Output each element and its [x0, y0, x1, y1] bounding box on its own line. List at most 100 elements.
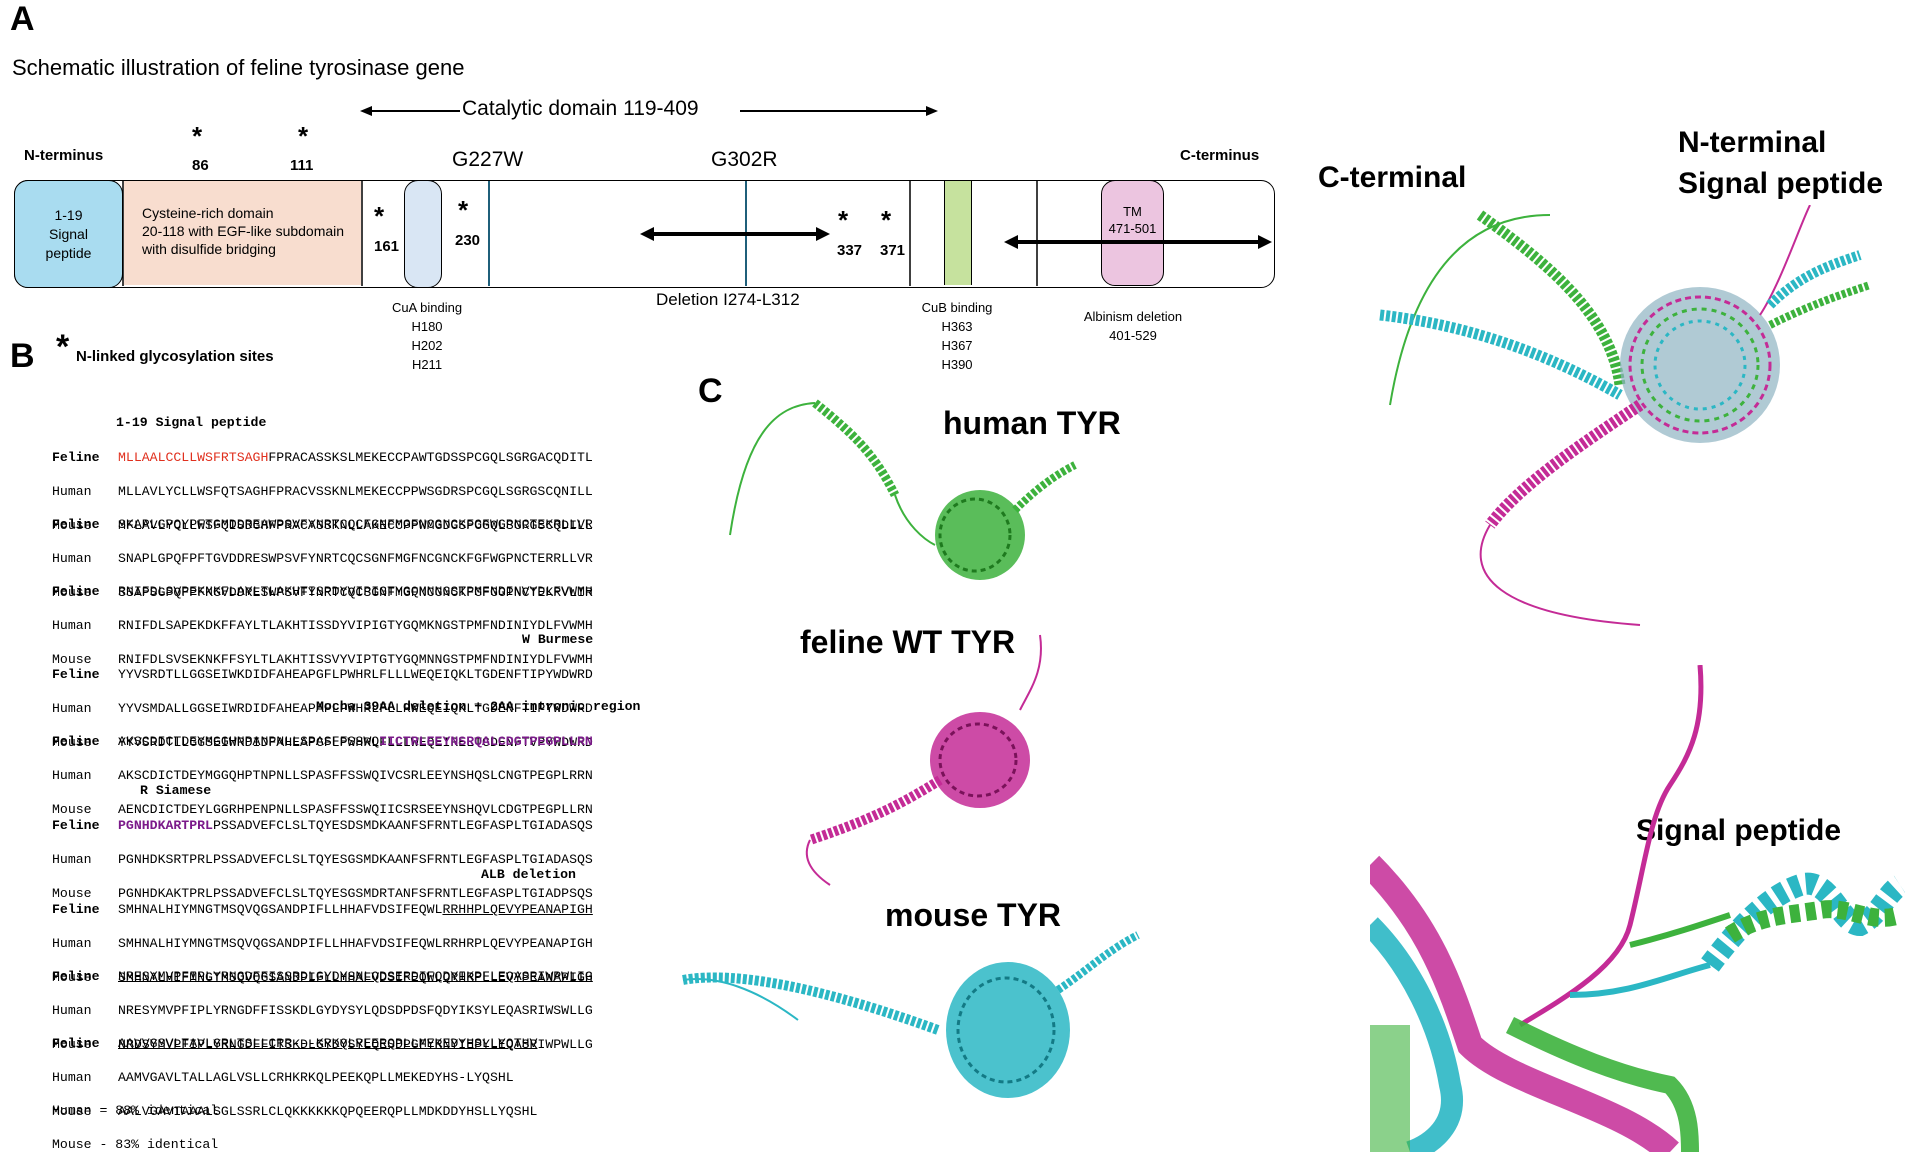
mouse-seq: AALVGAVIAAALSGLSSRLCLQKKKKKKQPQEERQPLLMD… [118, 1104, 538, 1119]
row-label-human: Human [52, 936, 92, 951]
signal-range: 1-19 [54, 206, 83, 223]
row-label-mouse: Mouse [52, 518, 92, 533]
row-label-feline: Feline [52, 818, 100, 833]
row-label-mouse: Mouse [52, 1104, 92, 1119]
mouse-seq: YYVSRDTLLGGSEIWRDIDFAHEAPGFLPWHRLFLLLWEQ… [118, 735, 593, 750]
deletion-label: Deletion I274-L312 [656, 290, 800, 309]
human-tyr-label: human TYR [943, 405, 1121, 441]
row-label-human: Human [52, 768, 92, 783]
cys-line-1: Cysteine-rich domain [142, 205, 274, 221]
cys-line-3: with disulfide bridging [142, 241, 276, 257]
human-seq: NRESYMVPFIPLYRNGDFFISSKDLGYDYSYLQDSDPDSF… [118, 1003, 593, 1018]
row-label-mouse: Mouse [52, 970, 92, 985]
tm-word: TM [1123, 204, 1142, 219]
cua-binding-box [404, 180, 442, 288]
tm-domain: TM 471-501 [1101, 180, 1164, 286]
mocha-header: Mocha 39AA deletion + 2AA intronic regio… [316, 699, 641, 714]
row-label-mouse: Mouse [52, 652, 92, 667]
glyco-star-371: * [881, 205, 892, 235]
row-label-feline: Feline [52, 902, 100, 917]
human-seq: YYVSMDALLGGSEIWRDIDFAHEAPAFLPWHRLFLLRWEQ… [118, 701, 593, 716]
mutation-g227w: G227W [452, 148, 524, 171]
row-label-feline: Feline [52, 1036, 100, 1051]
cub-binding-note: CuB binding H363 H367 H390 [902, 298, 1012, 374]
feline-signal-seq: MLLAALCCLLWSFRTSAGH [118, 450, 269, 465]
siamese-header: R Siamese [140, 783, 212, 798]
alignment-block-6: Feline PGNHDKARTPRLPSSADVEFCLSLTQYESDSMDK… [52, 800, 593, 919]
glyco-site-337: 337 [837, 242, 863, 259]
glyco-star-86: * [192, 121, 203, 151]
panel-letter-b: B [10, 337, 35, 375]
human-seq: SNAPLGPQFPFTGVDDRESWPSVFYNRTCQCSGNFMGFNC… [118, 551, 593, 566]
cua-h211: H211 [411, 357, 443, 372]
feline-seq: YYVSRDTLLGGSEIWKDIDFAHEAPGFLPWHRLFLLLWEQ… [118, 667, 593, 682]
mouse-identity: Mouse - 83% identical [52, 1137, 219, 1152]
human-seq: AKSCDICTDEYMGGQHPTNPNLLSPASFFSSWQIVCSRLE… [118, 768, 593, 783]
feline-siamese-seq: PGNHDKARTPRL [118, 818, 213, 833]
cua-h202: H202 [411, 338, 443, 353]
glyco-site-161: 161 [374, 238, 400, 255]
diagram-title: Schematic illustration of feline tyrosin… [12, 55, 465, 80]
alignment-block-4: Feline YYVSRDTLLGGSEIWKDIDFAHEAPGFLPWHRLF… [52, 649, 593, 768]
feline-seq: PSSADVEFCLSLTQYESDSMDKAANFSFRNTLEGFASPLT… [212, 818, 593, 833]
glyco-star-161: * [374, 201, 385, 231]
c-terminus-label: C-terminus [1180, 147, 1260, 164]
human-seq: SMHNALHIYMNGTMSQVQGSANDPIFLLHHAFVDSIFEQW… [118, 936, 593, 951]
cub-h390: H390 [941, 357, 973, 372]
row-label-mouse: Mouse [52, 735, 92, 750]
albinism-title: Albinism deletion [1083, 309, 1183, 324]
row-label-human: Human [52, 701, 92, 716]
n-terminal-signal-label: Signal peptide [1678, 167, 1884, 200]
cub-binding-box [944, 181, 972, 285]
deletion-range-arrow [640, 227, 830, 241]
row-label-feline: Feline [52, 667, 100, 682]
feline-seq: SMHNALHIYMNGTMSQVQGSANDPIFLLHHAFVDSIFEQW… [118, 902, 443, 917]
mouse-seq: NRDSYMVPFIPLYRNGDFFITSKDLGYDYSYLQESDPGFY… [118, 1037, 593, 1052]
mouse-seq: SSAPSGPQFPFKGVDDRESWPSVFYNRTCQCSGNFMGFNC… [118, 585, 593, 600]
cysteine-rich-domain: Cysteine-rich domain 20-118 with EGF-lik… [124, 181, 361, 285]
n-terminus-label: N-terminus [24, 147, 104, 164]
glyco-star-337: * [838, 205, 849, 235]
feline-mocha-seq: IICTRLEEYNSRQALCDGTPEGPLLRN [379, 734, 593, 749]
mouse-tyr-structure [682, 931, 1140, 1098]
human-seq: MLLAVLYCLLWSFQTSAGHFPRACVSSKNLMEKECCPPWS… [118, 484, 593, 499]
row-label-human: Human [52, 1070, 92, 1085]
cub-title: CuB binding [921, 300, 993, 315]
glyco-site-230: 230 [455, 232, 481, 249]
mouse-seq: AENCDICTDEYLGGRHPENPNLLSPASFFSSWQIICSRSE… [118, 802, 593, 817]
identity-note: Human = 88% identical Mouse - 83% identi… [52, 1085, 218, 1170]
row-label-human: Human [52, 618, 92, 633]
burmese-header: W Burmese [522, 632, 594, 647]
cub-h367: H367 [941, 338, 973, 353]
row-label-feline: Feline [52, 517, 100, 532]
signal-peptide-header: 1-19 Signal peptide [116, 415, 267, 430]
alb-deletion-header: ALB deletion [481, 867, 576, 882]
albinism-deletion-arrow [1004, 235, 1272, 249]
mouse-seq: RNIFDLSVSEKNKFFSYLTLAKHTISSVYVIPTGTYGQMN… [118, 652, 593, 667]
row-label-human: Human [52, 852, 92, 867]
human-seq: AAMVGAVLTALLAGLVSLLCRHKRKQLPEEKQPLLMEKED… [118, 1070, 514, 1085]
feline-alb-seq: RRHHPLQEVYPEANAPIGH [442, 902, 593, 917]
glyco-site-86: 86 [192, 157, 209, 174]
signal-word: Signal [49, 225, 88, 242]
mouse-seq: SMHNALHIFMNGTMSQVQGSANDPIFLLHHAFVDSIFEQW… [118, 970, 593, 985]
albinism-note: Albinism deletion 401-529 [1068, 307, 1198, 345]
row-label-feline: Feline [52, 969, 100, 984]
feline-tyr-label: feline WT TYR [800, 624, 1016, 660]
signal-peptide-zoom-label: Signal peptide [1636, 814, 1842, 847]
signal-peptide-domain: 1-19 Signal peptide [14, 180, 123, 288]
cua-h180: H180 [411, 319, 443, 334]
n-terminal-label: N-terminal [1678, 126, 1827, 159]
human-identity: Human = 88% identical [52, 1103, 219, 1118]
catalytic-range-arrow [360, 106, 938, 116]
cys-line-2: 20-118 with EGF-like subdomain [142, 223, 345, 239]
row-label-mouse: Mouse [52, 802, 92, 817]
panel-letter-c: C [698, 372, 723, 410]
glyco-site-371: 371 [880, 242, 906, 259]
